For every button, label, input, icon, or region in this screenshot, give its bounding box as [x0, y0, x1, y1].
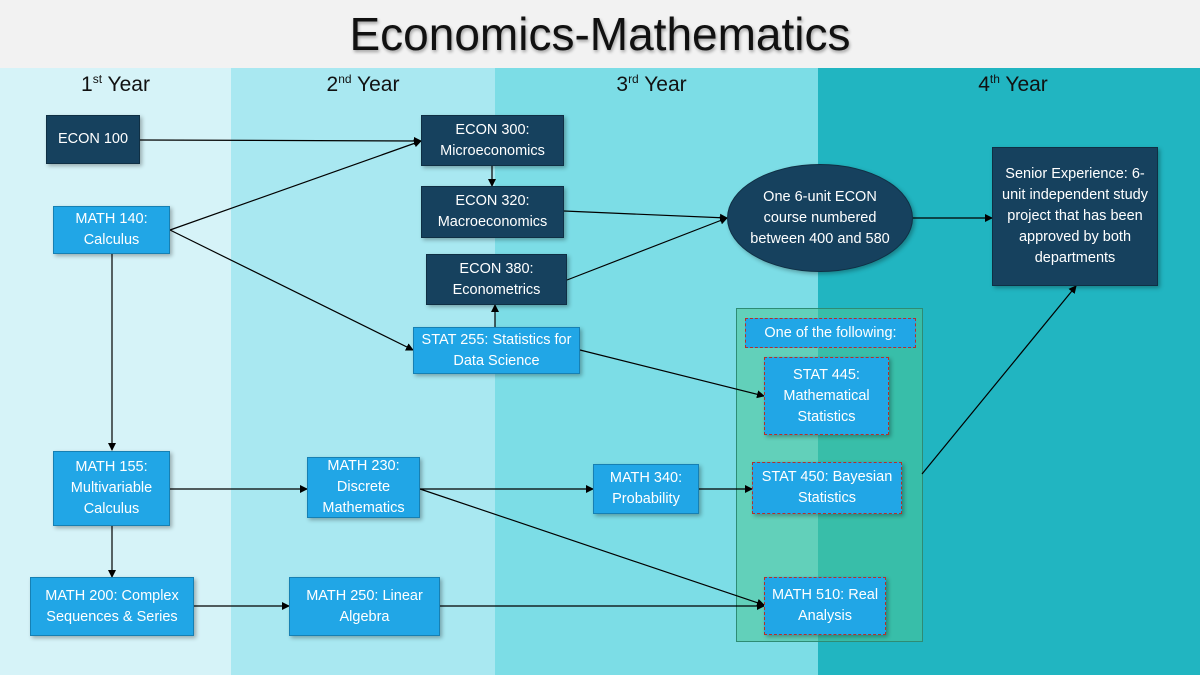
- course-econ-elective[interactable]: One 6-unit ECON course numbered between …: [727, 164, 913, 272]
- year-1-word: Year: [102, 73, 150, 96]
- page-title: Economics-Mathematics: [349, 8, 851, 60]
- year-3-word: Year: [638, 73, 687, 96]
- course-econ380[interactable]: ECON 380: Econometrics: [426, 254, 567, 305]
- course-stat255[interactable]: STAT 255: Statistics for Data Science: [413, 327, 580, 374]
- year-2-word: Year: [351, 73, 400, 96]
- year-4-header: 4th Year: [818, 72, 1200, 97]
- course-math340[interactable]: MATH 340: Probability: [593, 464, 699, 514]
- course-stat445[interactable]: STAT 445: Mathematical Statistics: [764, 357, 889, 435]
- year-2-number: 2: [326, 73, 339, 96]
- course-econ300[interactable]: ECON 300: Microeconomics: [421, 115, 564, 166]
- senior-experience[interactable]: Senior Experience: 6-unit independent st…: [992, 147, 1158, 286]
- year-2-header: 2nd Year: [231, 72, 495, 97]
- course-math230[interactable]: MATH 230: Discrete Mathematics: [307, 457, 420, 518]
- year-1-header: 1st Year: [0, 72, 231, 97]
- year-3-number: 3: [616, 73, 629, 96]
- year-4-suffix: th: [989, 72, 1000, 86]
- course-econ100[interactable]: ECON 100: [46, 115, 140, 164]
- course-math200[interactable]: MATH 200: Complex Sequences & Series: [30, 577, 194, 636]
- course-math155[interactable]: MATH 155: Multivariable Calculus: [53, 451, 170, 526]
- course-stat450[interactable]: STAT 450: Bayesian Statistics: [752, 462, 902, 514]
- year-2-suffix: nd: [338, 72, 352, 86]
- year-3-suffix: rd: [628, 72, 639, 86]
- course-math140[interactable]: MATH 140: Calculus: [53, 206, 170, 254]
- year-1-suffix: st: [92, 72, 103, 86]
- year-3-header: 3rd Year: [495, 72, 808, 97]
- year-1-number: 1: [81, 73, 93, 96]
- year-4-number: 4: [978, 73, 990, 96]
- year-4-word: Year: [999, 73, 1048, 96]
- title-bar: Economics-Mathematics: [0, 0, 1200, 68]
- course-math250[interactable]: MATH 250: Linear Algebra: [289, 577, 440, 636]
- course-econ320[interactable]: ECON 320: Macroeconomics: [421, 186, 564, 238]
- one-of-following-label: One of the following:: [745, 318, 916, 348]
- course-math510[interactable]: MATH 510: Real Analysis: [764, 577, 886, 635]
